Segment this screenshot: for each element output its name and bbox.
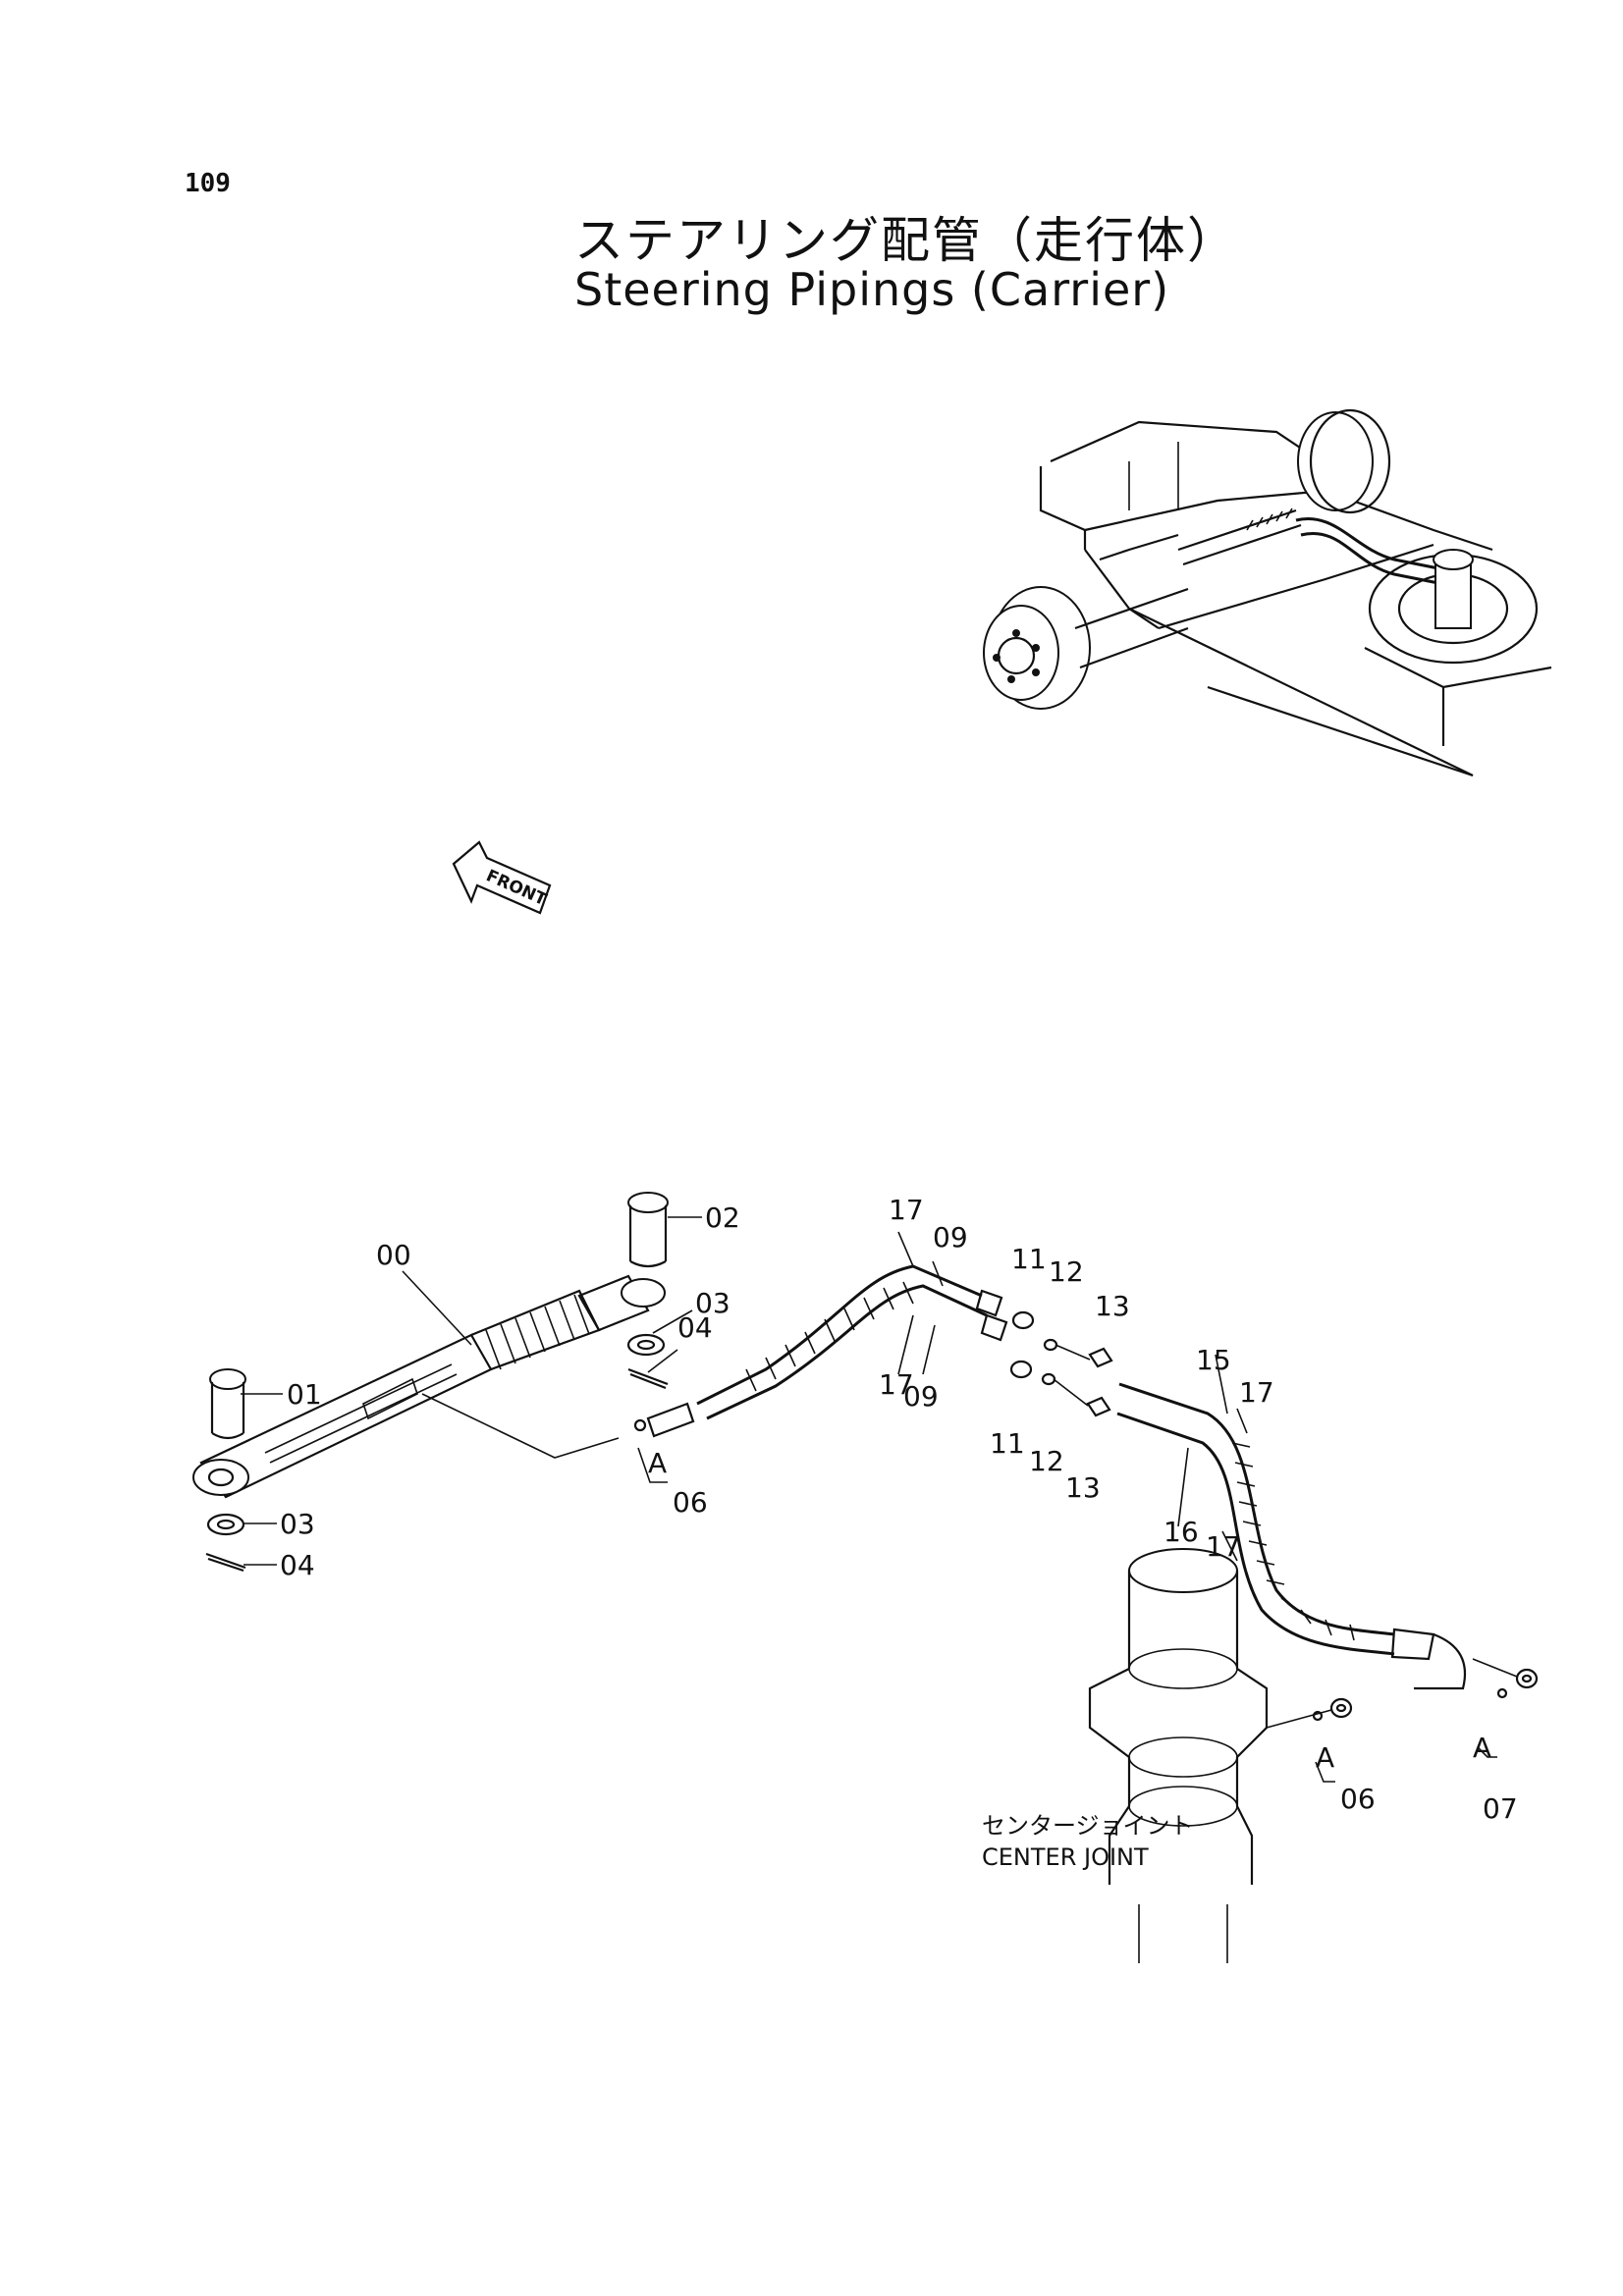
callout-15: 15: [1196, 1344, 1231, 1376]
center-joint: [1088, 1548, 1269, 1963]
pin-02: [627, 1192, 669, 1268]
callout-00: 00: [376, 1239, 411, 1271]
callout-13-bottom: 13: [1065, 1471, 1101, 1504]
callout-a-left: A: [648, 1447, 667, 1479]
title-japanese: ステアリング配管（走行体）: [574, 212, 1238, 269]
callout-17-b: 17: [879, 1368, 914, 1401]
callout-11-bottom: 11: [990, 1427, 1025, 1460]
cotter-pin-04-top: [627, 1367, 669, 1390]
hose-assembly-upper: [696, 1264, 1008, 1420]
callout-13-top: 13: [1095, 1290, 1130, 1322]
callout-09-top: 09: [933, 1221, 968, 1254]
callout-06-right: 06: [1340, 1783, 1376, 1815]
callout-01: 01: [287, 1378, 322, 1411]
callout-a-mid: A: [1316, 1741, 1334, 1774]
washer-03-top: [626, 1333, 666, 1357]
title-english: Steering Pipings (Carrier): [574, 263, 1170, 316]
callouts: 00 01 02 03 04 03 04 A 06 17 09 17 09 11…: [280, 1194, 1518, 1825]
callout-11-top: 11: [1011, 1243, 1047, 1275]
page-number: 109: [185, 169, 231, 198]
callout-07: 07: [1483, 1792, 1518, 1825]
overview-axle-illustration: [983, 408, 1552, 777]
callout-03-top: 03: [695, 1287, 730, 1319]
front-direction-arrow: FRONT: [452, 840, 552, 915]
center-joint-label-jp: センタージョイント: [982, 1812, 1194, 1840]
callout-12-bottom: 12: [1029, 1445, 1064, 1477]
fittings-11-12-13: [1009, 1310, 1113, 1417]
leader-lines: [241, 1216, 1497, 1783]
callout-04-top: 04: [677, 1311, 713, 1344]
callout-09-bottom: 09: [903, 1380, 939, 1413]
callout-12-top: 12: [1049, 1255, 1084, 1288]
pin-01: [209, 1368, 246, 1440]
callout-17-a: 17: [889, 1194, 924, 1226]
fitting-07: [1472, 1658, 1539, 1699]
callout-a-right: A: [1473, 1732, 1491, 1764]
fitting-06-left: [633, 1402, 695, 1438]
callout-16: 16: [1163, 1516, 1199, 1548]
callout-17-c: 17: [1239, 1376, 1274, 1409]
callout-02: 02: [705, 1201, 740, 1234]
fitting-06-right: [1266, 1697, 1353, 1729]
cotter-pin-04-bottom: [205, 1552, 246, 1573]
steering-cylinder: [192, 1274, 666, 1499]
callout-03-bottom: 03: [280, 1508, 315, 1540]
washer-03-bottom: [206, 1513, 245, 1536]
center-joint-label-en: CENTER JOINT: [982, 1843, 1149, 1871]
callout-17-d: 17: [1206, 1530, 1241, 1563]
callout-06-left: 06: [673, 1486, 708, 1519]
callout-04-bottom: 04: [280, 1549, 315, 1581]
hose-assembly-lower: [1116, 1382, 1467, 1690]
